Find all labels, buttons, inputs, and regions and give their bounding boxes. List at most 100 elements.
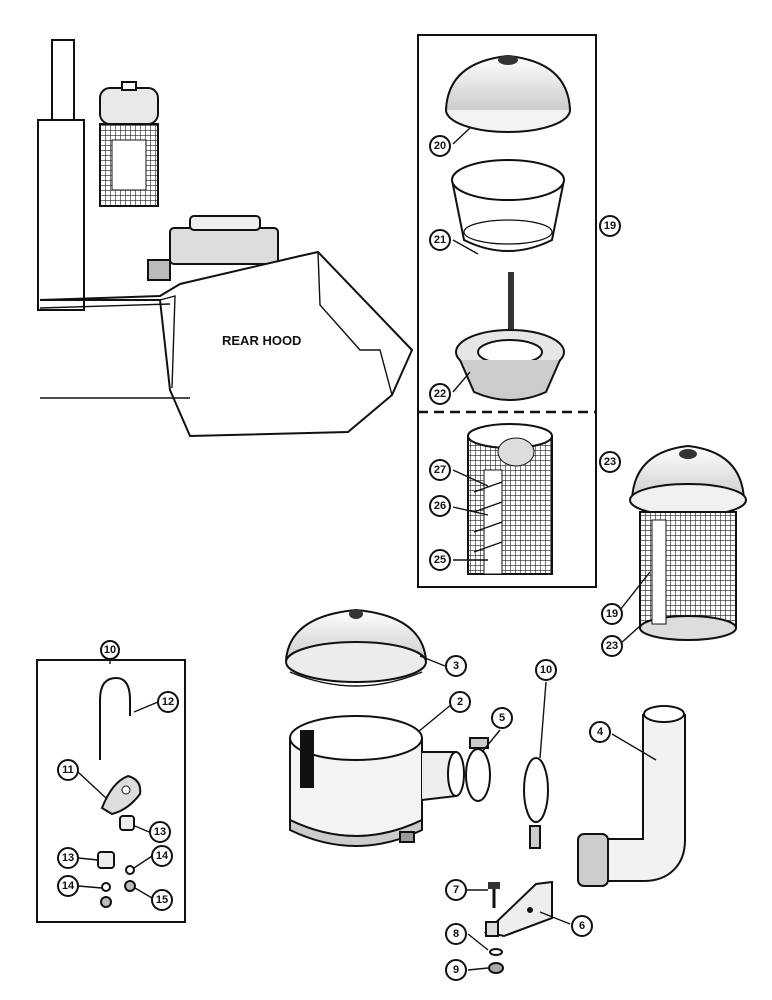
callout-23: 23: [599, 451, 621, 473]
callout-12: 12: [157, 691, 179, 713]
leader-line: [289, 671, 423, 687]
callout-8: 8: [445, 923, 467, 945]
callout-bubble: [571, 915, 593, 937]
callout-number: 26: [434, 500, 446, 512]
callout-number: 13: [154, 826, 166, 838]
leader-line: [419, 655, 446, 667]
callout-number: 9: [453, 964, 459, 976]
callout-11: 11: [57, 759, 79, 781]
callout-bubble: [157, 691, 179, 713]
callout-7: 7: [445, 879, 467, 901]
callout-bubble: [100, 640, 120, 660]
callout-5: 5: [491, 707, 513, 729]
callout-bubble: [429, 135, 451, 157]
leader-line: [134, 825, 150, 833]
callout-4: 4: [589, 721, 611, 743]
callout-number: 27: [434, 464, 446, 476]
callout-bubble: [429, 229, 451, 251]
leader-line: [452, 127, 471, 145]
center-rod: [508, 272, 514, 352]
assembled-cleaner-view: [619, 444, 747, 645]
callout-27: 27: [429, 459, 451, 481]
part-6-bracket: [483, 880, 553, 938]
leader-line: [452, 469, 489, 487]
leader-line: [134, 887, 153, 899]
callout-15: 15: [151, 889, 173, 911]
tractor-rear-hood-view: REAR HOOD: [37, 39, 414, 438]
callout-bubble: [57, 847, 79, 869]
callout-number: 14: [156, 850, 169, 862]
leader-line: [159, 295, 176, 389]
callout-number: 5: [499, 712, 505, 724]
callout-bubble: [445, 923, 467, 945]
callout-23-assembled: 23: [601, 635, 623, 657]
leader-line: [539, 681, 547, 759]
leader-line: [299, 251, 393, 396]
callout-19: 19: [599, 215, 621, 237]
callout-bubble: [599, 451, 621, 473]
filter-assembly-panel: [417, 34, 597, 588]
precleaner-cap: [99, 87, 159, 125]
leader-line: [452, 371, 471, 393]
leader-line: [467, 933, 489, 951]
callout-number: 15: [156, 894, 168, 906]
callout-14a: 14: [151, 845, 173, 867]
callout-bubble: [589, 721, 611, 743]
callout-number: 2: [457, 696, 463, 708]
callout-21: 21: [429, 229, 451, 251]
leader-line: [467, 967, 489, 971]
callout-2: 2: [449, 691, 471, 713]
callout-number: 7: [453, 884, 459, 896]
callout-number: 3: [453, 660, 459, 672]
callout-bubble: [445, 959, 467, 981]
callout-bubble: [149, 821, 171, 843]
leader-line: [452, 506, 489, 516]
callouts: 20 21 19 22 23 27 26 25 19 23 10 12 11 1…: [57, 135, 623, 981]
callout-number: 25: [434, 554, 446, 566]
callout-26: 26: [429, 495, 451, 517]
part-12-u-bolt: [99, 676, 131, 760]
callout-19-assembled: 19: [601, 603, 623, 625]
leader-line: [452, 239, 479, 255]
callout-number: 23: [604, 456, 616, 468]
callout-bubble: [601, 635, 623, 657]
callout-22: 22: [429, 383, 451, 405]
leader-line: [481, 729, 501, 753]
callout-bubble: [599, 215, 621, 237]
callout-bubble: [445, 655, 467, 677]
leader-line: [619, 625, 641, 645]
stack-shield: [37, 119, 85, 311]
leader-line: [619, 571, 651, 611]
callout-bubble: [445, 879, 467, 901]
rear-hood-label: REAR HOOD: [222, 333, 301, 348]
callout-3: 3: [445, 655, 467, 677]
part-15-nut-b: [100, 896, 112, 908]
part-9-nut: [488, 962, 504, 974]
callout-bubble: [151, 889, 173, 911]
leader-line: [417, 703, 453, 733]
part-14-washer-b: [101, 882, 111, 892]
callout-number: 13: [62, 852, 74, 864]
callout-bubble: [429, 495, 451, 517]
leader-line: [133, 701, 159, 713]
callout-number: 6: [579, 920, 585, 932]
callout-number: 11: [62, 764, 74, 776]
callout-25: 25: [429, 549, 451, 571]
callout-bubble: [535, 659, 557, 681]
callout-bubble: [57, 759, 79, 781]
rear-hood: [39, 250, 414, 438]
callout-number: 19: [606, 608, 618, 620]
part-10-strap: [523, 757, 549, 823]
leader-line: [473, 481, 503, 553]
callout-number: 10: [104, 644, 116, 656]
part-5-hose-clamp: [465, 748, 491, 802]
part-4-elbow: [594, 714, 684, 880]
part-8-lockwasher: [489, 948, 503, 956]
callout-13b: 13: [57, 847, 79, 869]
callout-number: 23: [606, 640, 618, 652]
part-13-spacer-b: [97, 851, 115, 869]
part-11-clamp: [100, 774, 142, 816]
callout-number: 14: [62, 880, 75, 892]
callout-13a: 13: [149, 821, 171, 843]
